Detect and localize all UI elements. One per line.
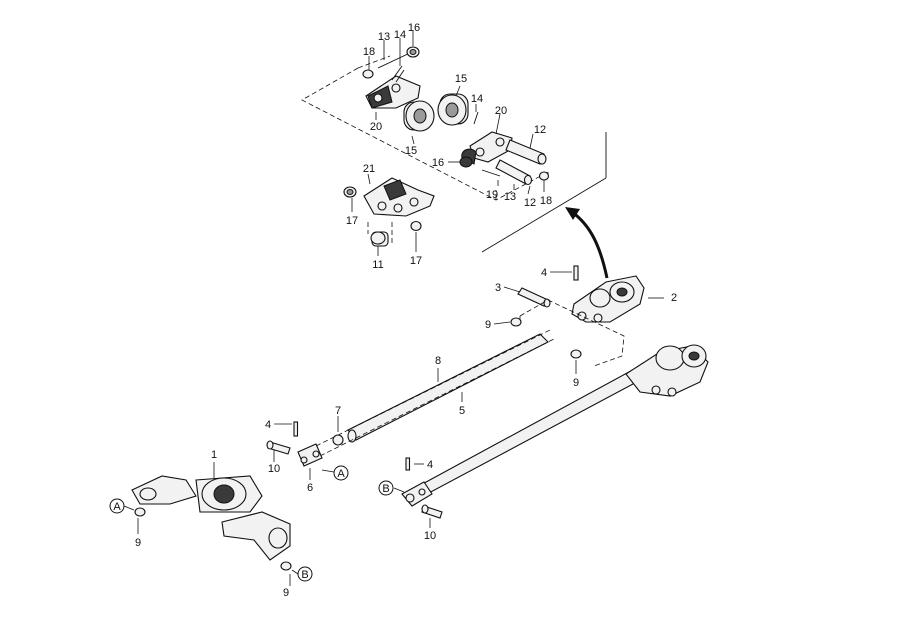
ref-label: B xyxy=(382,483,389,495)
carrier-part-2 xyxy=(571,275,645,323)
callout-20: 20 xyxy=(370,121,382,133)
pin-part-3 xyxy=(517,287,551,308)
callout-9: 9 xyxy=(485,319,491,331)
callout-19: 19 xyxy=(486,189,498,201)
callout-4: 4 xyxy=(265,419,271,431)
cap-part-18-top xyxy=(362,69,374,79)
dashed-guide-part-5 xyxy=(315,329,557,457)
bracket-part-21 xyxy=(363,177,435,217)
pin-part-4-top xyxy=(573,265,579,281)
ref-marker-a-center: A xyxy=(333,465,349,481)
pin-part-10-lower xyxy=(421,504,443,519)
callout-6: 6 xyxy=(307,482,313,494)
bushing-part-16-top xyxy=(406,46,420,58)
callout-16: 16 xyxy=(432,157,444,169)
callout-7: 7 xyxy=(335,405,341,417)
bracket-part-20-left xyxy=(365,75,421,109)
cap-part-18-right xyxy=(538,171,550,181)
callout-4: 4 xyxy=(541,267,547,279)
leader-lines xyxy=(123,30,664,586)
ref-label: A xyxy=(337,468,345,480)
callout-13: 13 xyxy=(378,31,390,43)
callout-labels: 13 14 16 18 20 15 14 20 12 15 16 19 13 1… xyxy=(135,22,677,599)
clevis-part-6 xyxy=(297,443,323,467)
ref-label: B xyxy=(301,569,308,581)
bellcrank-part-1 xyxy=(131,475,291,561)
bushing-part-9-upper xyxy=(510,317,522,327)
roller-part-15-right xyxy=(437,93,469,126)
callout-9: 9 xyxy=(573,377,579,389)
clevis-part-lower xyxy=(401,481,433,507)
ref-label: A xyxy=(113,501,121,513)
pin-part-13-top xyxy=(377,51,413,69)
bushing-part-17-left xyxy=(343,186,357,198)
bushing-part-16-mid xyxy=(459,156,473,168)
callout-14: 14 xyxy=(471,93,483,105)
callout-20: 20 xyxy=(495,105,507,117)
callout-18: 18 xyxy=(540,195,552,207)
bracket-part-20-right xyxy=(461,131,513,165)
ref-marker-b-bottom: B xyxy=(297,566,313,582)
bushing-part-7 xyxy=(332,434,344,446)
ref-marker-a-left: A xyxy=(109,498,125,514)
pin-part-12-b xyxy=(495,159,533,186)
pin-part-19 xyxy=(481,169,501,177)
callout-9: 9 xyxy=(283,587,289,599)
bushing-part-9-left xyxy=(134,507,146,517)
callout-21: 21 xyxy=(363,163,375,175)
callout-11: 11 xyxy=(372,259,383,271)
pin-part-12-a xyxy=(505,139,547,165)
bushing-part-9-bottom xyxy=(280,561,292,571)
callout-10: 10 xyxy=(268,463,280,475)
callout-5: 5 xyxy=(459,405,465,417)
callout-9: 9 xyxy=(135,537,141,549)
pin-part-10-left xyxy=(266,440,291,455)
bushing-part-11 xyxy=(367,222,393,247)
bushing-part-17-right xyxy=(410,220,422,232)
callout-17: 17 xyxy=(410,255,422,267)
callout-13: 13 xyxy=(504,191,516,203)
callout-17: 17 xyxy=(346,215,358,227)
callout-10: 10 xyxy=(424,530,436,542)
callout-2: 2 xyxy=(671,292,677,304)
callout-3: 3 xyxy=(495,282,501,294)
callout-12: 12 xyxy=(524,197,536,209)
detail-separator xyxy=(481,132,607,253)
bushing-part-9-right xyxy=(570,349,582,359)
callout-1: 1 xyxy=(211,449,217,461)
callout-4: 4 xyxy=(427,459,433,471)
detail-arrow xyxy=(565,207,609,279)
pin-part-14-top xyxy=(391,65,405,83)
pin-part-14-mid xyxy=(473,111,479,125)
callout-8: 8 xyxy=(435,355,441,367)
roller-part-15-left xyxy=(403,100,435,132)
rod-end-assembly xyxy=(625,344,709,397)
pin-part-4-lower xyxy=(405,457,411,471)
pin-part-4-left xyxy=(293,421,299,437)
tube-part-8 xyxy=(347,333,549,443)
callout-14: 14 xyxy=(394,29,406,41)
callout-15: 15 xyxy=(455,73,467,85)
callout-16: 16 xyxy=(408,22,420,34)
ref-marker-b-lower: B xyxy=(378,480,394,496)
callout-18: 18 xyxy=(363,46,375,58)
callout-15: 15 xyxy=(405,145,417,157)
callout-12: 12 xyxy=(534,124,546,136)
